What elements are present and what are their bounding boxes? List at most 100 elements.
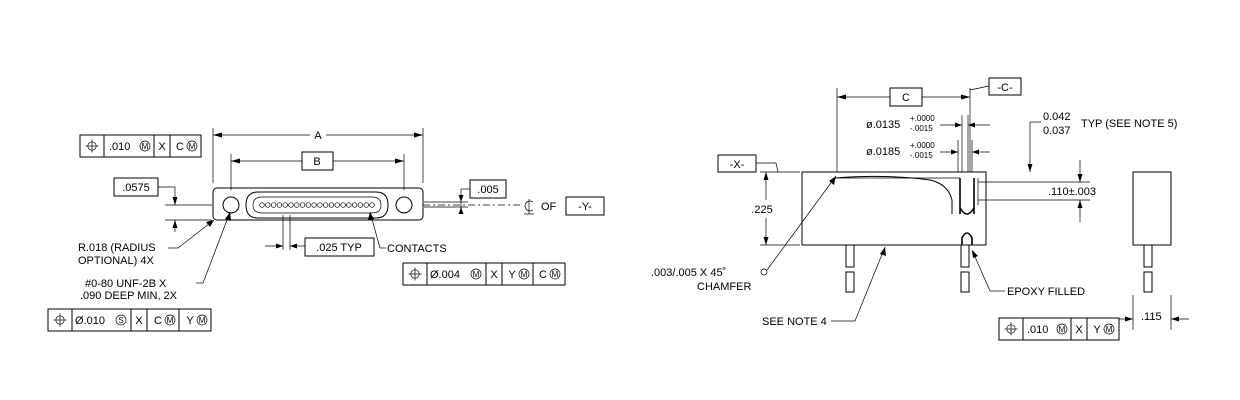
tol-0185-base: ø.0185 (866, 146, 900, 158)
fcf-top-value: .010 (109, 141, 130, 153)
dimension-110: .110±.003 (978, 160, 1096, 222)
dimension-115: .115 (1115, 295, 1189, 330)
contact-hole (340, 202, 346, 208)
contact-hole (294, 202, 300, 208)
mmc-modifier-icon (196, 314, 208, 326)
tol-0135-base: ø.0135 (866, 119, 900, 131)
dimension-225: .225 (751, 171, 800, 246)
datum-y-label: -Y- (578, 201, 592, 213)
dim-110-label: .110±.003 (1048, 186, 1096, 198)
radius-note-line2: OPTIONAL) 4X (78, 255, 154, 267)
tolerance-0185: ø.0185 +.0000 -.0015 (866, 140, 990, 172)
mmc-modifier-icon (164, 314, 176, 326)
fcf-thread-datum2-mod: M (167, 316, 174, 325)
dim-225-label: .225 (751, 204, 772, 216)
fcf-thread-value: Ø.010 (75, 315, 105, 327)
radius-note: R.018 (RADIUS OPTIONAL) 4X (78, 219, 215, 267)
contact-hole (270, 202, 277, 208)
connector-body-side (801, 171, 987, 293)
centerline-label: OF (541, 201, 557, 213)
fcf-end: .010 M X Y M (998, 317, 1120, 341)
dimension-005: .005 (424, 179, 507, 214)
dim-c-label: C (902, 92, 910, 104)
contact-hole (305, 202, 311, 208)
radius-note-line1: R.018 (RADIUS (78, 242, 156, 254)
mounting-hole-left (222, 196, 240, 214)
epoxy-label: EPOXY FILLED (1007, 286, 1085, 298)
mmc-modifier-icon (1056, 323, 1068, 335)
mmc-modifier-icon (470, 268, 482, 280)
leader-dot-icon (760, 268, 768, 276)
fcf-thread-datum2: C (154, 315, 162, 327)
end-view: .115 .010 M X Y M (998, 171, 1189, 341)
rfs-modifier-icon (115, 314, 127, 326)
centerline-symbol-icon (524, 200, 534, 212)
fcf-thread-datum3-mod: M (199, 316, 206, 325)
mounting-hole-right (395, 196, 413, 214)
pin-left-lower (845, 271, 855, 293)
fcf-contacts: Ø.004 M X Y M C M (402, 262, 566, 286)
chamfer-line1: .003/.005 X 45˚ (651, 267, 726, 279)
typ-upper: 0.042 (1043, 111, 1071, 123)
pin-end-upper (1143, 244, 1153, 268)
fcf-thread: Ø.010 S X C M Y M (47, 308, 212, 332)
contact-hole (346, 202, 352, 208)
fcf-top: .010 M X C M (79, 134, 202, 158)
contact-hole (357, 202, 364, 208)
mmc-modifier-icon (139, 140, 151, 152)
contact-hole (311, 202, 317, 208)
datum-x-label: -X- (730, 159, 745, 171)
contact-hole (265, 202, 271, 208)
pitch-label: .025 TYP (316, 242, 362, 254)
fcf-top-datum2: C (176, 141, 184, 153)
contact-hole (328, 202, 335, 208)
dim-a-label: A (314, 130, 322, 142)
dimension-pitch: .025 TYP (265, 215, 375, 257)
mmc-modifier-icon (186, 140, 198, 152)
contact-hole (363, 202, 369, 208)
dim-115-label: .115 (1141, 311, 1162, 323)
dimension-a: A (212, 128, 424, 183)
fcf-end-datum2: Y (1093, 324, 1101, 336)
mmc-modifier-icon (1103, 323, 1115, 335)
fcf-contacts-mod: M (473, 270, 480, 279)
contact-hole (276, 202, 283, 208)
typ-note: TYP (SEE NOTE 5) (1081, 118, 1177, 130)
fcf-end-datum1: X (1075, 324, 1083, 336)
fcf-end-datum2-mod: M (1106, 325, 1113, 334)
tolerance-0135: ø.0135 +.0000 -.0015 (866, 114, 990, 172)
dim-005-label: .005 (477, 184, 498, 196)
datum-c-label: -C- (997, 82, 1013, 94)
fcf-thread-datum1: X (135, 315, 143, 327)
fcf-thread-datum3: Y (186, 315, 194, 327)
thread-note-line1: #0-80 UNF-2B X (85, 278, 167, 290)
mmc-modifier-icon (518, 268, 530, 280)
contact-hole (317, 202, 323, 208)
contact-hole (369, 202, 375, 208)
contact-hole (288, 202, 294, 208)
thread-note: #0-80 UNF-2B X .090 DEEP MIN, 2X (80, 211, 231, 302)
pin-right-lower (960, 271, 970, 293)
centerline-y: OF -Y- (423, 196, 605, 216)
dim-b-label: B (313, 156, 320, 168)
fcf-contacts-datum3: C (539, 269, 547, 281)
side-view: -C- C ø.0135 +.0000 -.0015 ø.0185 (651, 77, 1177, 328)
fcf-contacts-value: Ø.004 (430, 269, 460, 281)
fcf-top-mod: M (142, 142, 149, 151)
pin-right-upper (960, 244, 970, 268)
contact-hole (299, 202, 306, 208)
fcf-contacts-datum2-mod: M (521, 270, 528, 279)
thread-note-line2: .090 DEEP MIN, 2X (80, 290, 178, 302)
chamfer-note: .003/.005 X 45˚ CHAMFER (651, 175, 837, 293)
fcf-end-mod: M (1059, 325, 1066, 334)
tol-0135-lower: -.0015 (910, 124, 933, 133)
fcf-end-value: .010 (1027, 324, 1048, 336)
tol-0185-lower: -.0015 (910, 151, 933, 160)
contacts-label: CONTACTS (387, 243, 447, 255)
fcf-top-datum2-mod: M (189, 142, 196, 151)
epoxy-note: EPOXY FILLED (971, 249, 1085, 298)
contact-hole (323, 202, 329, 208)
contact-hole (351, 202, 358, 208)
pin-end-lower (1143, 271, 1153, 293)
